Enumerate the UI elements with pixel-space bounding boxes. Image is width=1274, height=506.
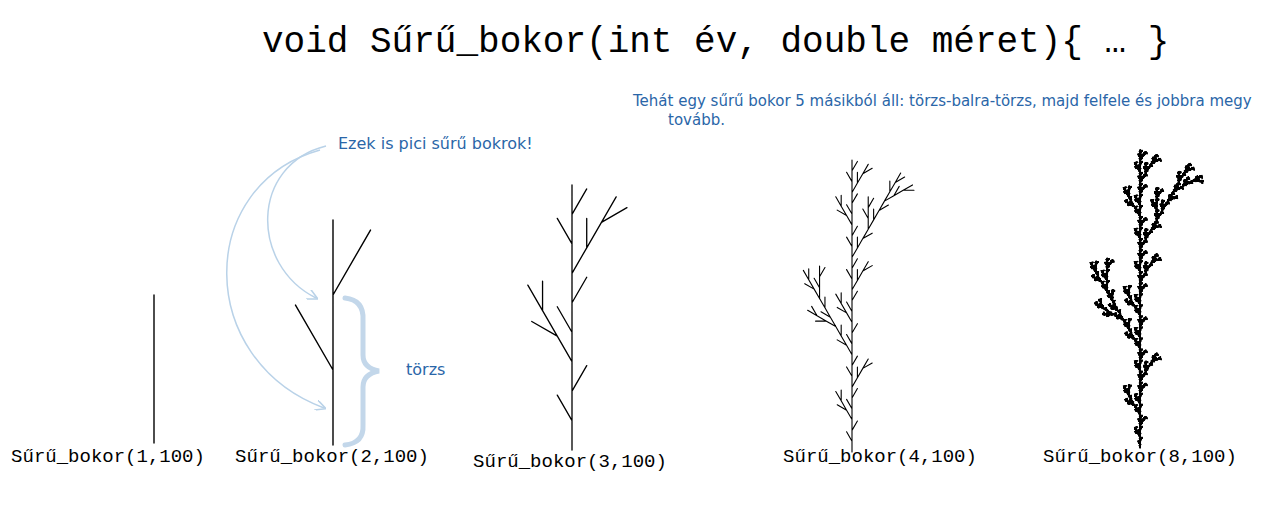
function-signature: void Sűrű_bokor(int év, double méret){ …… bbox=[262, 22, 1169, 63]
bush bbox=[296, 220, 371, 445]
caption: Sűrű_bokor(1,100) bbox=[11, 446, 205, 470]
brace-label: törzs bbox=[406, 360, 445, 380]
brace bbox=[345, 298, 379, 445]
caption: Sűrű_bokor(8,100) bbox=[1043, 446, 1237, 470]
bush bbox=[803, 160, 914, 452]
note: Ezek is pici sűrű bokrok! bbox=[338, 134, 533, 154]
bush-drawings bbox=[154, 150, 1203, 452]
caption: Sűrű_bokor(3,100) bbox=[473, 451, 667, 475]
note: Tehát egy sűrű bokor 5 másikból áll: tör… bbox=[633, 92, 1274, 130]
bush bbox=[1090, 150, 1203, 448]
bush bbox=[528, 185, 627, 450]
caption: Sűrű_bokor(4,100) bbox=[783, 446, 977, 470]
callout-arrow bbox=[268, 146, 326, 298]
callout-arrow bbox=[227, 150, 324, 408]
caption: Sűrű_bokor(2,100) bbox=[235, 446, 429, 470]
bush bbox=[153, 295, 154, 443]
